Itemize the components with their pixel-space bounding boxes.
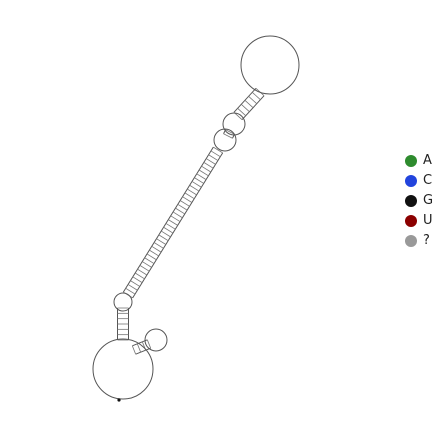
junction-loop	[113, 292, 133, 312]
main-helix-base-pair	[194, 177, 204, 184]
legend-item-unknown: ?	[405, 232, 445, 252]
terminal-stem-base-pair	[244, 99, 254, 109]
main-helix-base-pair	[130, 280, 140, 287]
terminal-stem-base-pair	[252, 91, 261, 101]
upper-short-stem-base-pair	[225, 129, 235, 135]
main-helix-base-pair	[201, 165, 212, 173]
main-helix-base-pair	[196, 173, 207, 180]
multibranch-loop	[92, 338, 154, 400]
main-helix-base-pair	[172, 211, 183, 219]
legend-swatch-a	[405, 155, 417, 167]
main-helix-base-pair	[132, 276, 143, 283]
strand-end-marker	[117, 398, 121, 402]
main-helix-base-pair	[151, 245, 162, 253]
main-helix-base-pair	[139, 265, 150, 272]
terminal-stem-base-pair	[241, 103, 250, 113]
main-helix-base-pair	[137, 268, 148, 276]
main-helix-base-pair	[146, 253, 157, 261]
main-helix-base-pair	[177, 203, 188, 211]
legend-item-g: G	[405, 192, 445, 212]
main-helix-base-pair	[156, 238, 167, 245]
main-helix-base-pair	[213, 146, 223, 154]
main-helix-base-pair	[161, 230, 171, 238]
legend-label-g: G	[423, 193, 434, 208]
legend-label-unknown: ?	[423, 233, 430, 248]
main-helix-base-pair	[149, 249, 159, 257]
main-helix-base-pair	[208, 154, 219, 161]
legend-swatch-c	[405, 175, 417, 187]
main-helix-base-pair	[184, 192, 195, 200]
legend-swatch-g	[405, 195, 417, 207]
main-helix-base-pair	[175, 207, 185, 215]
side-branch-stem-base-pair	[146, 339, 152, 349]
main-helix-base-pair	[165, 223, 176, 230]
main-helix-base-pair	[187, 188, 197, 196]
hairpin-loop	[240, 35, 300, 95]
legend-swatch-unknown	[405, 235, 417, 247]
main-helix-base-pair	[182, 196, 193, 203]
side-branch-stem-base-pair	[131, 345, 137, 355]
internal-loop-upper	[222, 112, 246, 136]
main-helix-base-pair	[144, 257, 155, 264]
main-helix-base-pair	[127, 284, 138, 291]
legend-item-a: A	[405, 152, 445, 172]
main-helix-base-pair	[198, 169, 209, 177]
main-helix-base-pair	[142, 261, 152, 268]
side-branch-stem-base-pair	[136, 343, 142, 353]
legend-item-u: U	[405, 212, 445, 232]
terminal-stem-base-pair	[248, 95, 257, 105]
main-helix-base-pair	[125, 287, 136, 295]
main-helix-base-pair	[153, 242, 164, 249]
main-helix-base-pair	[179, 200, 190, 207]
legend-label-u: U	[423, 213, 433, 228]
main-helix-base-pair	[189, 184, 200, 192]
main-helix-base-pair	[163, 226, 174, 234]
main-helix-base-pair	[168, 219, 178, 226]
internal-loop-lower	[213, 128, 237, 152]
main-helix-base-pair	[203, 162, 214, 169]
legend-label-a: A	[423, 153, 432, 168]
nucleotide-legend: A C G U ?	[405, 152, 445, 252]
legend-swatch-u	[405, 215, 417, 227]
main-helix-base-pair	[170, 215, 181, 222]
main-helix-base-pair	[206, 158, 216, 165]
legend-label-c: C	[423, 173, 433, 188]
main-helix-base-pair	[210, 150, 221, 158]
legend-item-c: C	[405, 172, 445, 192]
main-helix-base-pair	[191, 181, 202, 188]
side-hairpin-loop	[144, 328, 168, 352]
terminal-stem-base-pair	[237, 107, 246, 117]
upper-short-stem-base-pair	[223, 133, 233, 139]
side-branch-stem-strand-a	[135, 347, 151, 355]
main-helix-base-pair	[134, 272, 145, 280]
main-helix-base-pair	[158, 234, 169, 242]
